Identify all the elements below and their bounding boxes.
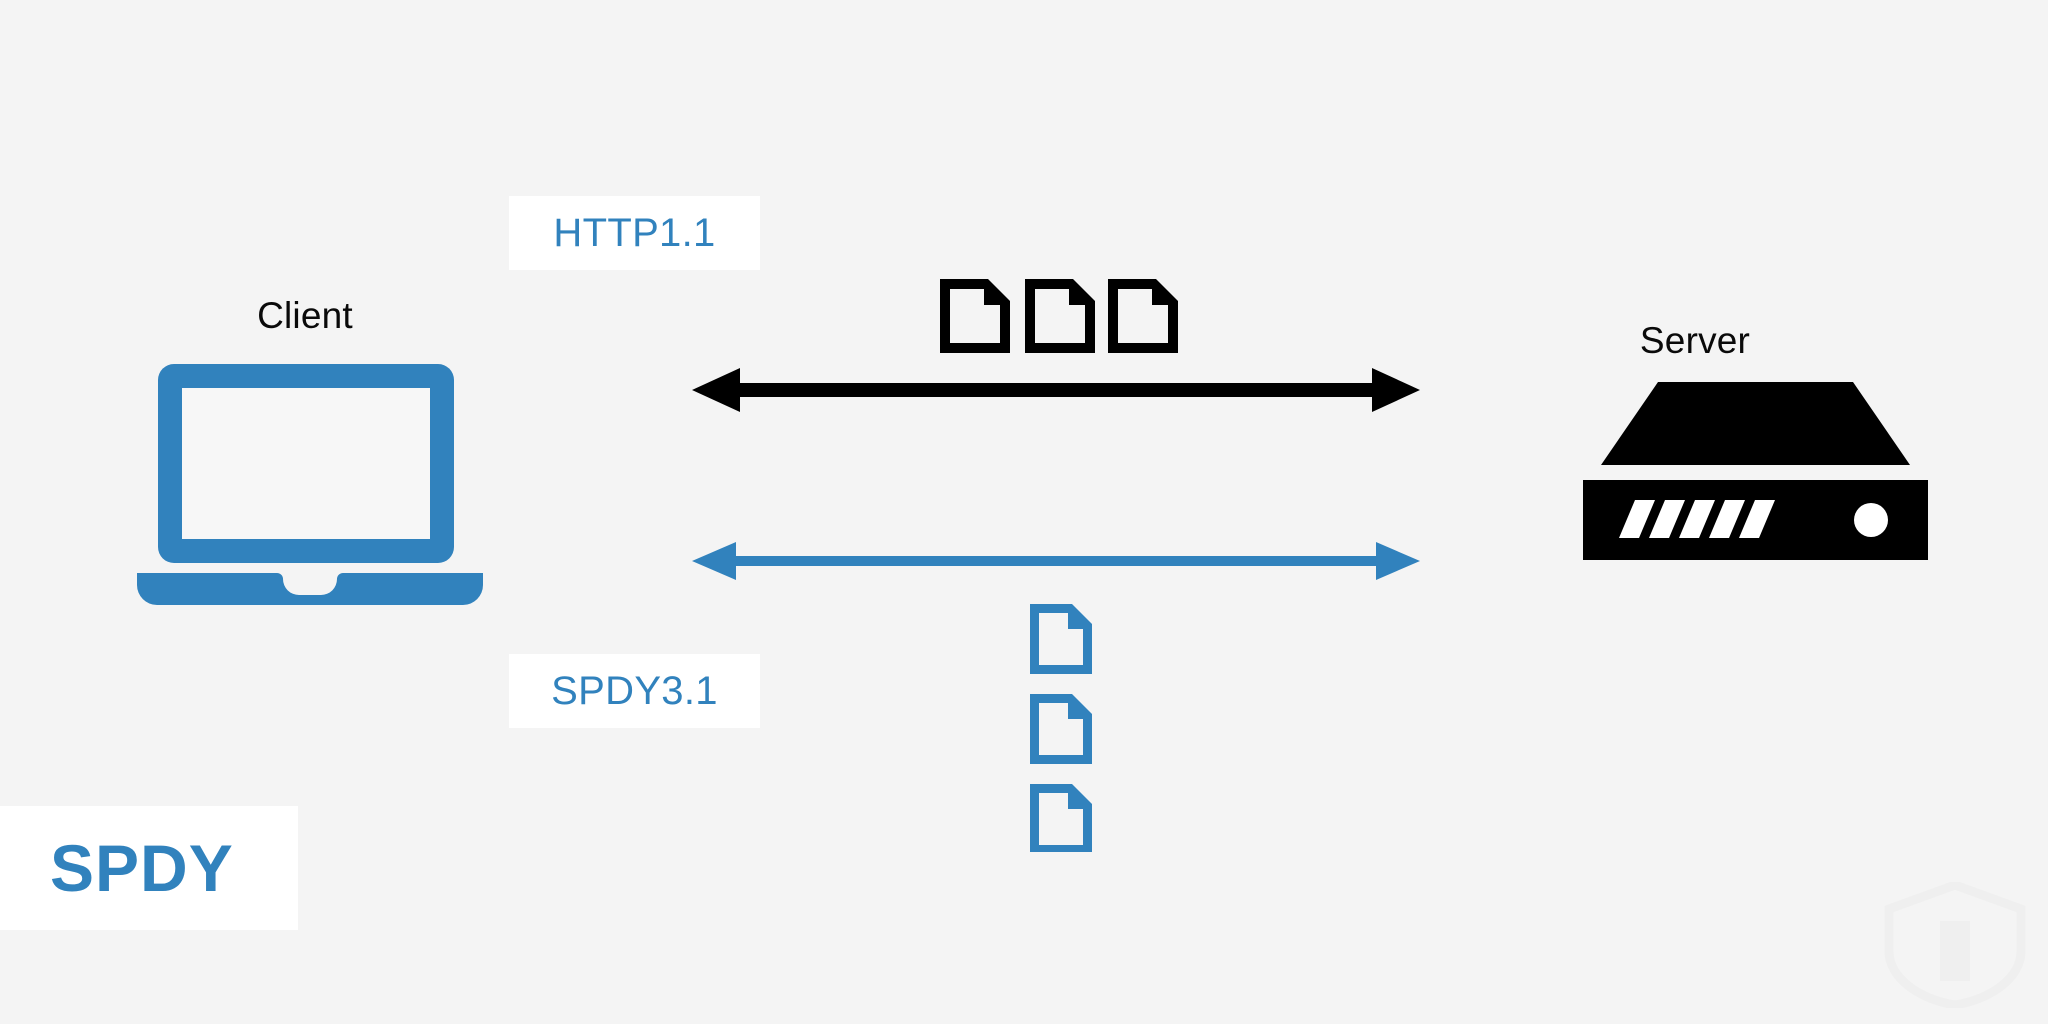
document-icon: [1030, 604, 1092, 674]
spdy-brand-plate: SPDY: [0, 806, 298, 930]
spdy31-label-text: SPDY3.1: [551, 669, 718, 713]
http11-document-group: [940, 279, 1178, 353]
laptop-icon: [137, 364, 483, 605]
client-label: Client: [257, 295, 353, 336]
spdy-brand-text: SPDY: [50, 831, 234, 905]
server-label: Server: [1639, 320, 1751, 361]
watermark-logo-icon: [1880, 882, 2030, 1008]
http11-label-chip: HTTP1.1: [509, 196, 760, 270]
http11-double-arrow-icon: [692, 368, 1420, 412]
document-icon: [1025, 279, 1095, 353]
document-icon: [1108, 279, 1178, 353]
document-icon: [1030, 694, 1092, 764]
server-icon: [1583, 382, 1928, 560]
http11-label-text: HTTP1.1: [553, 211, 716, 255]
document-icon: [940, 279, 1010, 353]
document-icon: [1030, 784, 1092, 852]
spdy31-document-group: [1030, 604, 1092, 852]
spdy31-label-chip: SPDY3.1: [509, 654, 760, 728]
spdy31-double-arrow-icon: [692, 542, 1420, 580]
